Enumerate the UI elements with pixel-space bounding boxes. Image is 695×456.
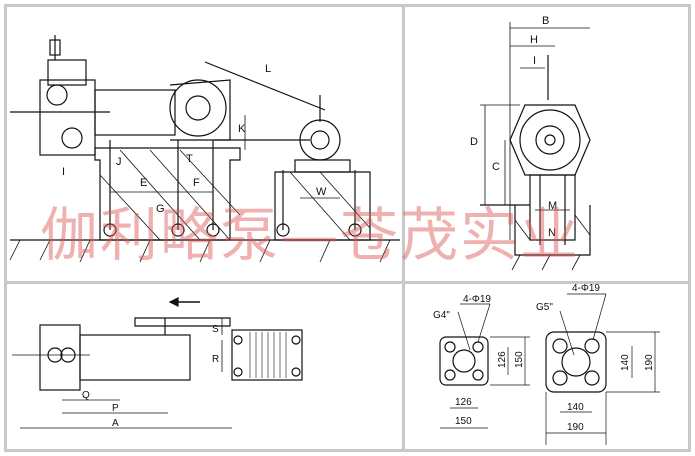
flange-small-outer-h: 150 (455, 416, 472, 427)
flange-large-thread: G5" (536, 302, 553, 313)
flange-small-inner-v: 126 (497, 351, 508, 368)
label-C: C (492, 161, 500, 173)
label-L: L (265, 63, 271, 75)
flange-large-outer-v: 190 (644, 354, 655, 371)
label-N: N (548, 227, 556, 239)
label-I2: I (533, 55, 536, 67)
flange-large-holes: 4-Φ19 (572, 283, 600, 294)
label-M: M (548, 200, 557, 212)
label-E: E (140, 177, 147, 189)
side-view-drawing (9, 35, 400, 263)
label-K: K (238, 123, 246, 135)
label-I: I (62, 166, 65, 178)
flange-small-outer-v: 150 (514, 351, 525, 368)
flange-small-drawing (439, 303, 530, 429)
flange-small-holes: 4-Φ19 (463, 294, 491, 305)
label-R: R (212, 354, 219, 365)
label-G: G (156, 203, 165, 215)
label-B: B (542, 15, 549, 27)
plan-view-drawing (12, 297, 303, 429)
label-Q: Q (82, 390, 90, 401)
watermark: 伽利略泵—苍茂实业 (40, 201, 581, 269)
label-F: F (193, 177, 200, 189)
flange-small-inner-h: 126 (455, 397, 472, 408)
label-J: J (116, 156, 122, 168)
flange-large-inner-h: 140 (567, 402, 584, 413)
flange-small-thread: G4" (433, 310, 450, 321)
label-H: H (530, 34, 538, 46)
panel-plan-view (4, 281, 405, 452)
label-A: A (112, 418, 119, 429)
panel-side-view (4, 4, 405, 284)
label-W: W (316, 186, 327, 198)
label-P: P (112, 403, 119, 414)
flange-large-inner-v: 140 (620, 354, 631, 371)
end-view-drawing (480, 22, 591, 271)
label-T: T (186, 153, 193, 165)
label-S: S (212, 324, 219, 335)
label-D: D (470, 136, 478, 148)
flange-large-outer-h: 190 (567, 422, 584, 433)
flange-large-drawing (545, 293, 660, 445)
